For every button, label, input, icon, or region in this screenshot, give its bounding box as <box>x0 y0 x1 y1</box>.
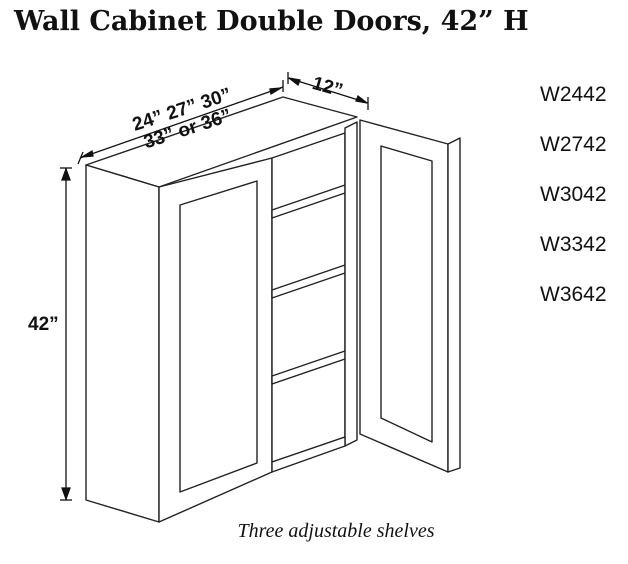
page-title: Wall Cabinet Double Doors, 42” H <box>14 6 529 37</box>
model-item: W2742 <box>540 133 607 156</box>
model-item: W3642 <box>540 283 607 306</box>
cabinet-side-panel <box>85 164 160 523</box>
model-item: W3342 <box>540 233 607 256</box>
right-door-edge <box>447 137 461 473</box>
caption: Three adjustable shelves <box>237 520 435 542</box>
depth-label: 12” <box>310 73 345 102</box>
model-list: W2442 W2742 W3042 W3342 W3642 <box>540 80 626 330</box>
left-door-panel <box>179 180 258 493</box>
model-item: W3042 <box>540 183 607 206</box>
cabinet-interior <box>271 132 346 463</box>
cabinet-bottom <box>271 436 346 473</box>
model-item: W2442 <box>540 83 607 106</box>
right-frame <box>344 121 358 447</box>
height-label: 42” <box>28 314 59 335</box>
right-door-panel <box>380 145 433 443</box>
